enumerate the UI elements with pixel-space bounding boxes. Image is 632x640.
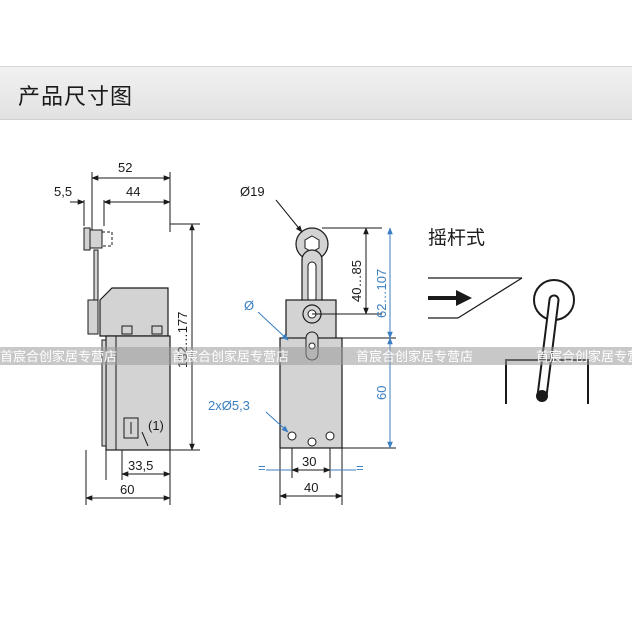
- watermark-band: [0, 347, 632, 365]
- dim-arm: 40…85: [349, 260, 364, 302]
- watermark-text: 首宸合创家居专营店: [0, 349, 117, 365]
- dim-total-width: 52: [118, 160, 132, 175]
- dim-roller: Ø19: [240, 184, 265, 199]
- label-part: (1): [148, 418, 164, 433]
- label-diameter: Ø: [244, 298, 254, 313]
- dim-body-height: 60: [374, 386, 389, 400]
- eq-left: =: [258, 460, 266, 475]
- actuator-symbol: 摇杆式: [428, 227, 589, 404]
- dim-front-width: 40: [304, 480, 318, 495]
- side-view: (1) 132…177 52 5,5 44 33,5 60: [54, 160, 200, 505]
- dim-arm-total: 62…107: [374, 269, 389, 318]
- dim-base: 60: [120, 482, 134, 497]
- section-title: 产品尺寸图: [18, 85, 134, 110]
- dim-body-width: 44: [126, 184, 140, 199]
- eq-right: =: [356, 460, 364, 475]
- watermark-text: 首宸合创家居专营店: [536, 349, 632, 365]
- dim-hole-spacing: 30: [302, 454, 316, 469]
- watermark-text: 首宸合创家居专营店: [356, 349, 473, 365]
- dim-holes: 2xØ5,3: [208, 398, 250, 413]
- watermark-text: 首宸合创家居专营店: [172, 349, 289, 365]
- arrow-icon: [456, 290, 472, 306]
- dim-small: 5,5: [54, 184, 72, 199]
- section-header: 产品尺寸图: [0, 66, 632, 120]
- actuator-label: 摇杆式: [428, 227, 485, 249]
- front-view: Ø19 40…85 62…107 60 Ø 2xØ5,3 30 = = 40: [208, 184, 396, 505]
- dim-base-inner: 33,5: [128, 458, 153, 473]
